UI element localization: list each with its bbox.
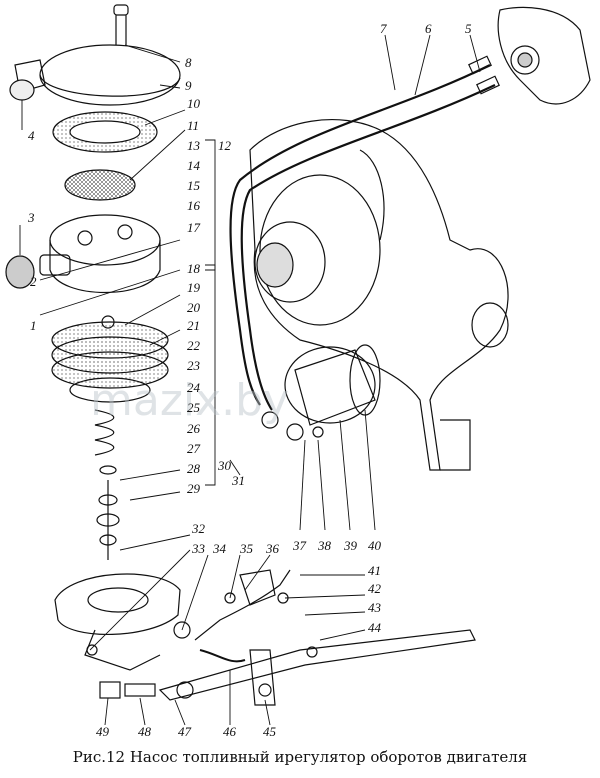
callout-7: 7: [380, 21, 387, 36]
control-levers: [99, 569, 476, 706]
callout-15: 15: [187, 178, 201, 193]
callout-34: 34: [212, 541, 227, 556]
callout-12: 12: [218, 138, 232, 153]
callout-37: 37: [292, 538, 307, 553]
pump-cover-9: [9, 44, 181, 106]
callout-42: 42: [368, 581, 382, 596]
callout-22: 22: [187, 338, 201, 353]
bolt-8: [113, 4, 129, 45]
callout-10: 10: [187, 96, 201, 111]
callout-5: 5: [465, 21, 472, 36]
callout-9: 9: [185, 78, 192, 93]
callout-1: 1: [30, 318, 37, 333]
callout-38: 38: [317, 538, 332, 553]
callout-14: 14: [187, 158, 201, 173]
callout-8: 8: [185, 55, 192, 70]
fuel-lines: [229, 55, 500, 411]
callout-24: 24: [187, 380, 201, 395]
callout-3: 3: [27, 210, 35, 225]
diaphragm-stack: [51, 315, 169, 403]
callout-46: 46: [223, 724, 237, 739]
figure-caption: Рис.12 Насос топливный ирегулятор оборот…: [72, 748, 528, 766]
valve-body-2: [5, 214, 161, 293]
callout-39: 39: [343, 538, 358, 553]
spring-and-washers: [94, 409, 120, 560]
callout-20: 20: [187, 300, 201, 315]
callout-35: 35: [239, 541, 254, 556]
callout-4: 4: [28, 128, 35, 143]
callout-28: 28: [187, 461, 201, 476]
callout-25: 25: [187, 400, 201, 415]
callout-30: 30: [217, 458, 232, 473]
callout-43: 43: [368, 600, 382, 615]
regulator-assembly: [261, 344, 381, 441]
watermark-text: mazix.by: [90, 375, 289, 426]
callout-labels: 8 9 10 11 12 13 14 15 16 17 18 19 20 21 …: [27, 21, 472, 739]
callout-21: 21: [187, 318, 200, 333]
callout-32: 32: [191, 521, 206, 536]
callout-49: 49: [96, 724, 110, 739]
callout-6: 6: [425, 21, 432, 36]
callout-45: 45: [263, 724, 277, 739]
callout-36: 36: [265, 541, 280, 556]
callout-23: 23: [187, 358, 201, 373]
gasket-10: [52, 111, 158, 153]
callout-13: 13: [187, 138, 201, 153]
callout-40: 40: [368, 538, 382, 553]
callout-11: 11: [187, 118, 199, 133]
callout-17: 17: [187, 220, 201, 235]
callout-33: 33: [191, 541, 206, 556]
callout-41: 41: [368, 563, 381, 578]
callout-18: 18: [187, 261, 201, 276]
filter-mesh-11: [64, 169, 136, 201]
callout-26: 26: [187, 421, 201, 436]
callout-16: 16: [187, 198, 201, 213]
engine-block: [249, 6, 591, 471]
callout-31: 31: [231, 473, 245, 488]
callout-29: 29: [187, 481, 201, 496]
leader-lines: [19, 34, 481, 726]
callout-27: 27: [187, 441, 201, 456]
callout-48: 48: [138, 724, 152, 739]
callout-2: 2: [30, 274, 37, 289]
callout-44: 44: [368, 620, 382, 635]
lower-housing-33: [54, 573, 181, 671]
callout-47: 47: [178, 724, 192, 739]
callout-19: 19: [187, 280, 201, 295]
